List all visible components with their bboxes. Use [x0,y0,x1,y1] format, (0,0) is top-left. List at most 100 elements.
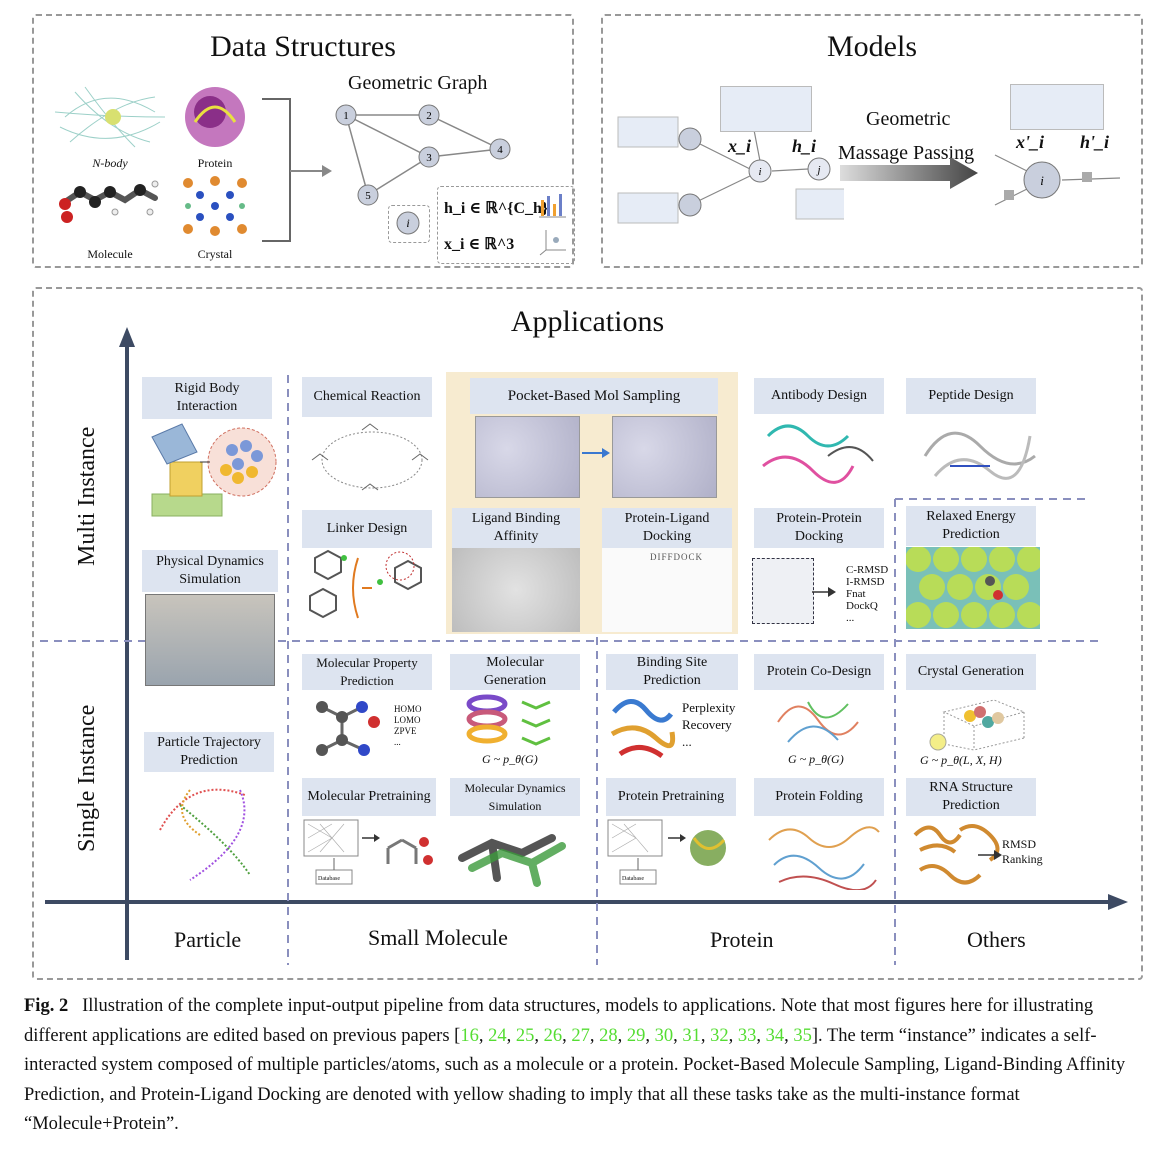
y-axis-single-instance: Single Instance [74,704,100,852]
ppi-metric-1: C-RMSD [846,564,889,576]
caption-ref[interactable]: 35 [793,1025,812,1046]
rigid-body-image [151,423,277,517]
rna-ranking: Ranking [1002,852,1043,866]
task-rna-structure: RNA Structure Prediction [906,778,1036,816]
binding-recovery: Recovery [682,717,732,732]
feature-bar-icon [539,194,566,218]
binding-perplexity: Perplexity [682,700,736,715]
caption-ref[interactable]: 29 [626,1025,646,1046]
antibody-image [762,424,874,484]
pocket-sampling-before-image [475,416,580,498]
caption-ref[interactable]: 25 [515,1025,535,1046]
caption-ref[interactable]: 31 [682,1025,701,1046]
linker-design-image [309,549,422,619]
data-structures-panel: Data Structures [32,14,574,268]
mol-property-image [316,701,380,756]
binding-site-image [610,699,676,759]
caption-ref[interactable]: 24 [488,1025,507,1046]
caption-ref[interactable]: 28 [599,1025,618,1046]
task-crystal-generation: Crystal Generation [906,654,1036,690]
caption-ref[interactable]: 33 [737,1025,757,1046]
task-pocket-sampling: Pocket-Based Mol Sampling [470,378,718,414]
crystal-image [183,176,247,236]
task-rigid-body: Rigid Body Interaction [142,377,272,419]
protein-folding-image [768,826,880,890]
pocket-arrow [582,448,610,458]
mp-label-1: Geometric [866,108,951,130]
message-passing-output: i [994,154,1121,206]
models-panel: Models [601,14,1143,268]
caption-text-2: ]. The term “instance” indicates a self-… [24,1025,1126,1135]
message-passing-input: i j [617,108,844,224]
ppi-metric-2: I-RMSD [846,576,885,588]
caption-ref[interactable]: 16 [460,1025,479,1046]
protein-pretraining-database: Database [622,876,644,882]
task-protein-ligand: Protein-Ligand Docking [602,508,732,548]
task-chemical-reaction: Chemical Reaction [302,377,432,417]
crystal-label: Crystal [197,247,233,261]
protein-image [185,87,245,147]
axes [40,327,1128,965]
model-x-out-label: x'_i [1016,132,1045,152]
crystal-formula: G ~ p_θ(L, X, H) [920,753,1002,767]
rna-arrow [978,850,1002,860]
applications-title: Applications [510,305,665,338]
nbody-image [55,86,165,148]
graph-node-5: 5 [365,190,371,202]
node-i-box [388,205,430,243]
caption-ref[interactable]: 30 [654,1025,674,1046]
task-binding-site: Binding Site Prediction [606,654,738,690]
model-node-j: j [815,164,820,176]
model-out-feature-box [1010,84,1104,130]
task-linker-design: Linker Design [302,510,432,548]
protein-ligand-image [602,548,732,632]
molecule-label: Molecule [87,247,133,261]
peptide-image [923,431,1036,480]
ppi-metric-5: ... [846,612,855,624]
property-zpve: ZPVE [394,726,417,736]
task-particle-trajectory: Particle Trajectory Prediction [144,732,274,772]
model-h-label: h_i [792,136,817,156]
relaxed-energy-image [906,547,1040,629]
data-structures-title: Data Structures [210,30,396,63]
ppi-metric-3: Fnat [846,588,866,600]
property-more: ... [394,737,401,747]
feature-x-label: x_i ∈ ℝ^3 [444,236,515,253]
x-axis-protein: Protein [710,927,774,952]
task-protein-pretraining: Protein Pretraining [606,778,736,816]
caption-ref[interactable]: 27 [571,1025,590,1046]
mol-pretraining-image [303,819,433,885]
caption-ref[interactable]: 34 [765,1025,785,1046]
graph-node-2: 2 [426,110,432,122]
ppi-docking-image [752,558,814,624]
model-h-out-label: h'_i [1080,132,1110,152]
model-node-i: i [758,166,761,178]
protein-label: Protein [197,156,233,170]
x-axis-particle: Particle [174,927,242,952]
geometric-graph-title: Geometric Graph [348,72,488,94]
mol-generation-image [466,694,551,746]
caption-text-1: Illustration of the complete input-outpu… [24,996,1094,1046]
rna-rmsd: RMSD [1002,837,1037,851]
graph-node-1: 1 [343,110,349,122]
svg-text:i: i [406,216,409,230]
caption-ref[interactable]: 32 [710,1025,729,1046]
feature-box [437,186,575,264]
task-protein-codesign: Protein Co-Design [754,654,884,690]
task-mol-dynamics: Molecular Dynamics Simulation [450,778,580,816]
task-antibody: Antibody Design [754,378,884,414]
models-title: Models [827,30,917,63]
mp-label-2: Massage Passing [838,142,975,164]
feature-axes-icon [539,230,566,256]
model-feature-box [720,86,812,132]
task-ligand-affinity: Ligand Binding Affinity [452,508,580,548]
mp-arrow [840,157,978,189]
binding-more: ... [682,734,692,749]
y-axis-multi-instance: Multi Instance [74,426,100,566]
caption-ref[interactable]: 26 [543,1025,563,1046]
bracket-arrow [262,98,332,242]
mol-dynamics-image [458,834,566,887]
mol-pretraining-database: Database [318,876,340,882]
molecule-image [59,180,159,223]
applications-panel: Applications [32,287,1143,980]
